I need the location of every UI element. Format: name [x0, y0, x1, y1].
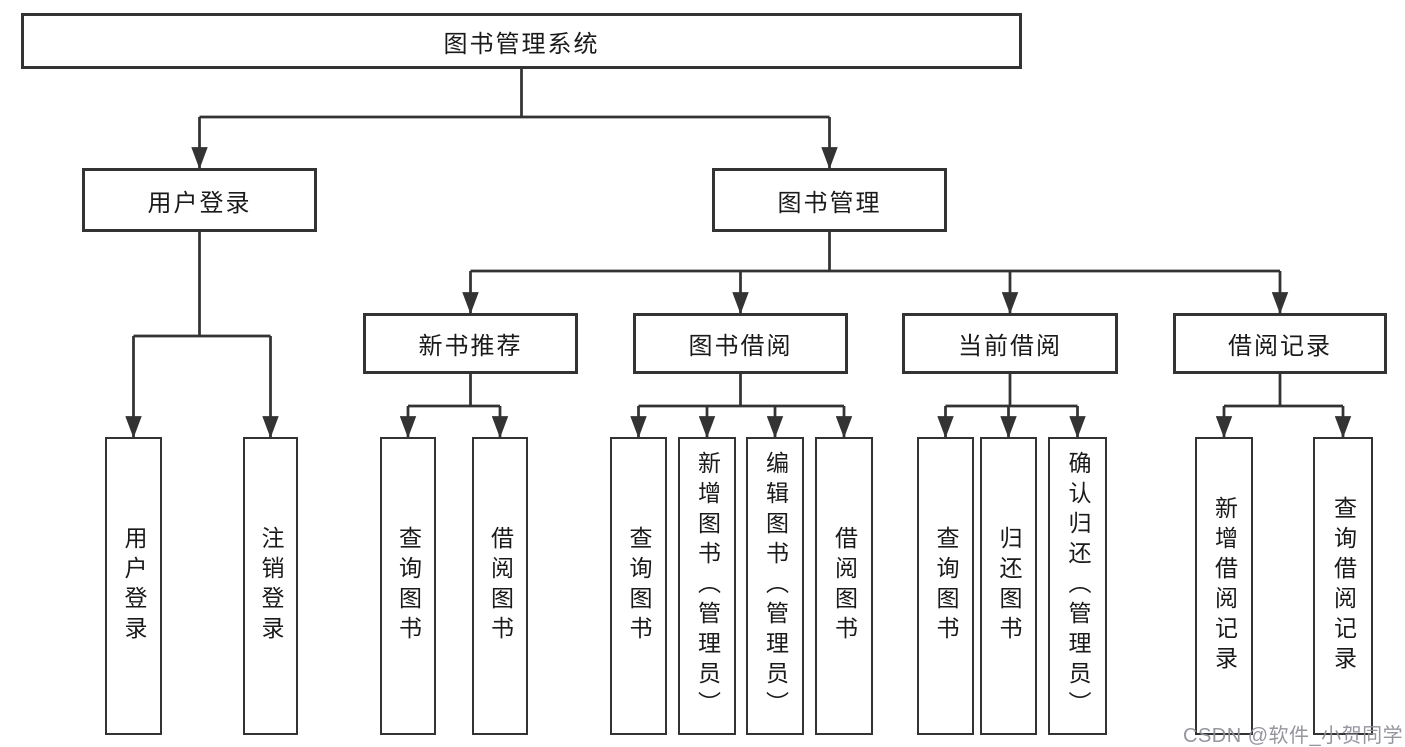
leaf-add-book-admin: 新增图书（管理员）: [678, 437, 736, 735]
leaf-label: 查询图书: [395, 526, 422, 646]
leaf-label: 查询图书: [933, 526, 959, 646]
leaf-label: 借阅图书: [831, 526, 858, 646]
leaf-edit-book-admin: 编辑图书（管理员）: [746, 437, 804, 735]
leaf-user-login: 用户登录: [105, 437, 162, 735]
csdn-watermark: CSDN @软件_小贺同学: [1183, 725, 1404, 747]
node-book-management: 图书管理: [712, 168, 947, 232]
leaf-label: 归还图书: [996, 526, 1022, 646]
leaf-query-book-current: 查询图书: [917, 437, 974, 735]
leaf-label: 编辑图书（管理员）: [762, 451, 789, 721]
leaf-label: 注销登录: [258, 526, 284, 646]
leaf-confirm-return-admin: 确认归还（管理员）: [1048, 437, 1107, 735]
leaf-label: 新增图书（管理员）: [694, 451, 721, 721]
connector-group: [125, 69, 1352, 439]
leaf-logout: 注销登录: [243, 437, 298, 735]
leaf-borrow-book: 借阅图书: [815, 437, 873, 735]
leaf-query-book-borrow: 查询图书: [610, 437, 667, 735]
node-borrow-record: 借阅记录: [1173, 313, 1387, 374]
leaf-return-book: 归还图书: [980, 437, 1037, 735]
node-new-book-recommend: 新书推荐: [363, 313, 578, 374]
node-book-borrow: 图书借阅: [633, 313, 848, 374]
leaf-query-borrow-record: 查询借阅记录: [1313, 437, 1373, 735]
leaf-label: 查询借阅记录: [1330, 496, 1357, 676]
leaf-query-book-newrec: 查询图书: [380, 437, 436, 735]
leaf-label: 确认归还（管理员）: [1065, 451, 1091, 721]
leaf-label: 用户登录: [121, 526, 147, 646]
leaf-label: 新增借阅记录: [1211, 496, 1238, 676]
leaf-add-borrow-record: 新增借阅记录: [1195, 437, 1253, 735]
leaf-borrow-book-newrec: 借阅图书: [472, 437, 528, 735]
leaf-label: 借阅图书: [487, 526, 514, 646]
node-user-login: 用户登录: [82, 168, 317, 232]
node-root: 图书管理系统: [21, 13, 1022, 69]
node-current-borrow: 当前借阅: [902, 313, 1118, 374]
leaf-label: 查询图书: [626, 526, 652, 646]
